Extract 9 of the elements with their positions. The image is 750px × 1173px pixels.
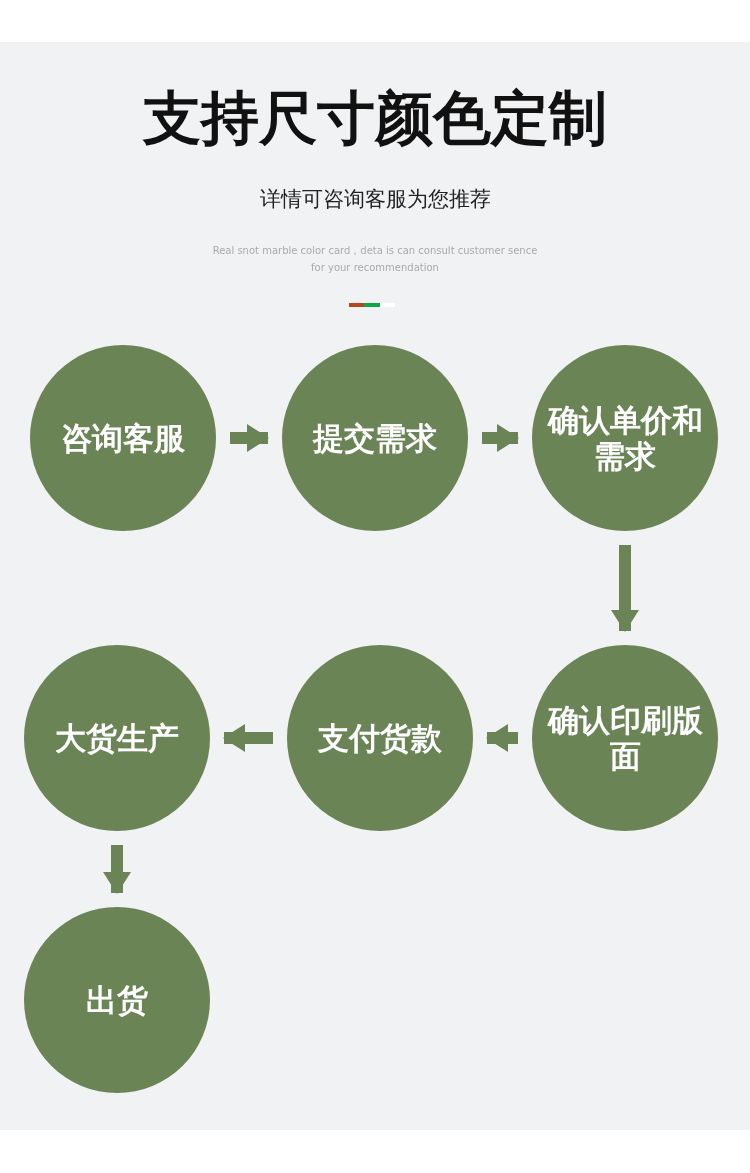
- arrow: [482, 424, 519, 452]
- title: 支持尺寸颜色定制: [141, 83, 608, 154]
- arrow: [230, 424, 269, 452]
- arrow: [223, 724, 273, 752]
- description-text: Real snot marble color card，deta is can consult customer sence for your recommendation: [211, 244, 539, 275]
- arrow: [103, 845, 131, 894]
- arrow: [486, 724, 518, 752]
- subtitle: 详情可咨询客服为您推荐: [258, 186, 492, 213]
- arrow: [611, 545, 639, 632]
